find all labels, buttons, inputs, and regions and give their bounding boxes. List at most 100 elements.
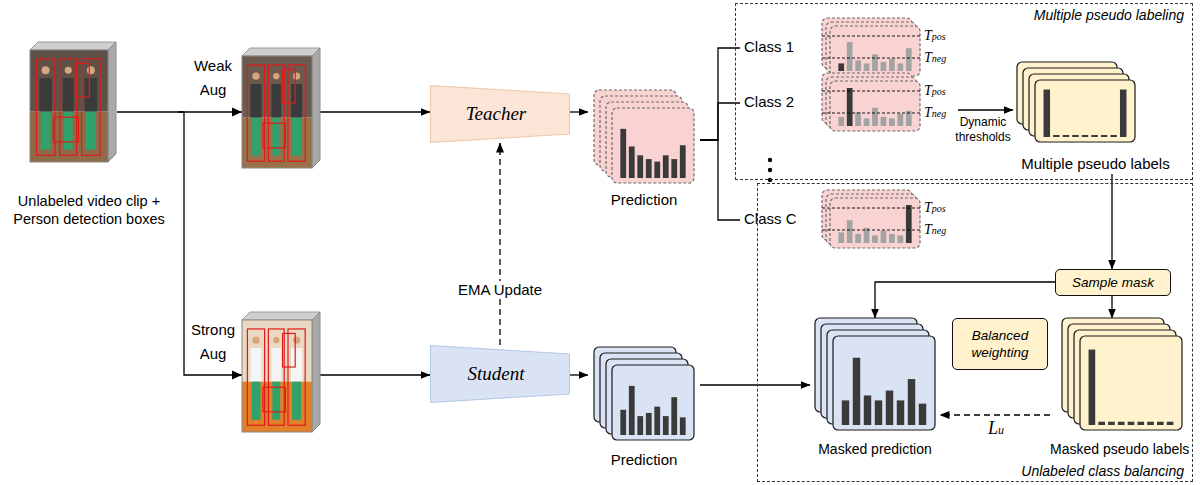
teacher-model: Teacher: [430, 85, 570, 143]
histogram-bar: [1098, 422, 1105, 425]
text-wrapper: Tpos: [924, 199, 946, 217]
text-wrapper: Masked pseudo labels: [1050, 440, 1188, 458]
masked-label-stack: Masked pseudo labels: [1050, 318, 1188, 458]
arrowhead: [232, 108, 242, 117]
node-shape: [1050, 318, 1188, 458]
connector: [1111, 174, 1112, 269]
dancer-head: [252, 73, 259, 80]
person-box: [263, 123, 285, 148]
histogram-bar: [1101, 135, 1107, 137]
dancer-body: [39, 78, 51, 112]
histogram-bar: [663, 416, 669, 435]
histogram-bar: [629, 147, 635, 179]
dancer-head: [65, 67, 72, 74]
histogram-bar: [875, 400, 882, 425]
edge-label: Dynamic thresholds: [955, 115, 1010, 144]
histogram-bar: [1072, 135, 1078, 137]
dancer-legs: [86, 112, 96, 150]
histogram-bar: [897, 235, 903, 243]
edge-label: Lu: [988, 418, 1004, 439]
histogram-bar: [864, 395, 871, 425]
threshold-label: Tneg: [924, 50, 946, 67]
histogram-bar: [646, 159, 652, 178]
histogram-bar: [847, 88, 853, 126]
prediction-stack: Prediction: [588, 345, 700, 470]
threshold-label: Tneg: [924, 105, 946, 122]
edge-label-wrapper: Lu: [988, 418, 1004, 439]
histogram-bar: [1063, 135, 1069, 137]
text-wrapper: Student: [430, 345, 570, 403]
text-wrapper: Tpos: [924, 27, 946, 45]
clip-lead-line: [117, 111, 178, 112]
dashed-region: Unlabeled class balancingSample maskBala…: [757, 183, 1193, 482]
dancer-head: [273, 337, 279, 343]
histogram-bar: [663, 155, 669, 178]
histogram-bar: [620, 129, 626, 178]
person-box: [263, 387, 285, 412]
histogram-bar: [853, 358, 860, 425]
histogram-bar: [889, 59, 895, 71]
node-label: Class 2: [744, 93, 794, 110]
threshold-line: [822, 36, 920, 37]
text-wrapper: Unlabeled video clip + Person detection …: [0, 192, 178, 228]
clip-frame: [30, 50, 108, 162]
histogram-bar: [881, 231, 887, 243]
person-box: [75, 63, 89, 97]
threshold-line: [822, 230, 920, 231]
masked-prediction-stack: Masked prediction: [810, 318, 940, 458]
histogram-bar: [1128, 422, 1135, 425]
connector: [1111, 296, 1112, 318]
connector: [700, 140, 740, 220]
edge-label-wrapper: Strong Aug: [188, 318, 238, 366]
dancer-legs: [252, 118, 261, 156]
arrowhead: [232, 371, 242, 380]
stacked-card: [612, 365, 694, 440]
connector: [700, 48, 740, 140]
histogram-bar: [1147, 422, 1154, 425]
text-wrapper: Tneg: [924, 221, 946, 239]
person-box: [268, 329, 284, 425]
histogram-bar: [847, 220, 853, 243]
node-label: Prediction: [611, 191, 678, 208]
node-label: Class 1: [744, 38, 794, 55]
ellipsis-dot: [768, 178, 772, 182]
person-box: [268, 65, 284, 161]
clip-frame: [242, 320, 312, 432]
histogram-bar: [908, 379, 915, 425]
threshold-label: Tpos: [924, 200, 946, 217]
threshold-label: Tpos: [924, 28, 946, 45]
histogram-bar: [1053, 135, 1059, 137]
histogram-bar: [897, 114, 903, 126]
clip-floor: [242, 382, 312, 432]
histogram-bar: [646, 413, 652, 435]
pseudo-label-stack: Multiple pseudo labels: [1013, 62, 1178, 174]
text-wrapper: Teacher: [430, 85, 570, 143]
dancer-legs: [252, 382, 261, 420]
histogram-bar: [897, 63, 903, 71]
dancer-body: [271, 84, 281, 118]
class-histogram: Class 2TposTneg: [740, 73, 958, 133]
stacked-card: [830, 81, 920, 131]
text-wrapper: Sample mask: [1056, 270, 1170, 295]
dancer-body: [291, 84, 302, 118]
histogram-bar: [838, 117, 844, 126]
node-label: Masked prediction: [818, 441, 932, 457]
dancer-body: [85, 78, 97, 112]
stacked-card: [612, 108, 694, 183]
ellipsis-dot: [768, 168, 772, 172]
dancer-body: [291, 348, 302, 382]
clip-top-face: [242, 312, 320, 320]
dancer-head: [273, 73, 279, 79]
node-label: Masked pseudo labels: [1050, 441, 1189, 457]
connector: [570, 111, 588, 112]
histogram-bar: [886, 391, 893, 425]
text-wrapper: Multiple pseudo labels: [1013, 154, 1178, 174]
person-box: [288, 65, 305, 161]
dancer-head: [293, 337, 300, 344]
histogram-bar: [1120, 90, 1126, 138]
text-wrapper: Multiple pseudo labeling: [1034, 7, 1184, 23]
process-box: Sample mask: [1055, 269, 1171, 296]
clip-top-face: [30, 42, 116, 50]
model-trapezoid: [431, 346, 570, 403]
